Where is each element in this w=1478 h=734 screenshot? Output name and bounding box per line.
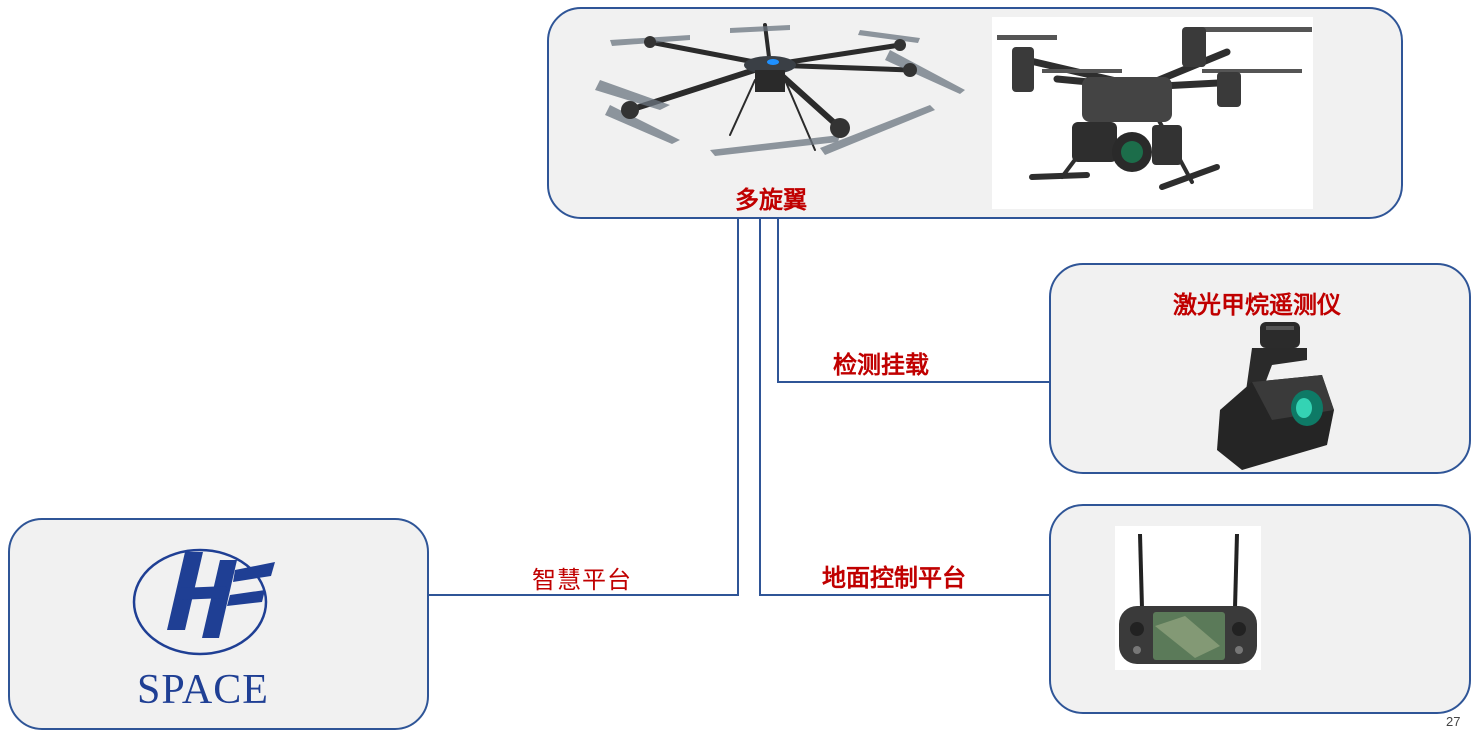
quadcopter-photo (992, 17, 1313, 209)
connector-ground (759, 219, 1049, 596)
multirotor-label: 多旋翼 (735, 186, 807, 214)
hf-logo-icon (132, 548, 275, 656)
controller-photo (1115, 526, 1261, 670)
controller-image (1119, 533, 1257, 664)
connector-payload (777, 219, 1049, 383)
payload-label: 检测挂载 (833, 351, 929, 379)
methane-detector-title: 激光甲烷遥测仪 (1173, 291, 1341, 319)
ground-control-label: 地面控制平台 (822, 564, 966, 592)
connector-platform (429, 219, 739, 596)
logo-text: SPACE (137, 667, 269, 713)
hexacopter-image (595, 23, 965, 156)
quadcopter-image (997, 27, 1312, 190)
page-number: 27 (1446, 714, 1461, 729)
smart-platform-label: 智慧平台 (532, 566, 632, 594)
methane-detector-image (1217, 322, 1334, 470)
